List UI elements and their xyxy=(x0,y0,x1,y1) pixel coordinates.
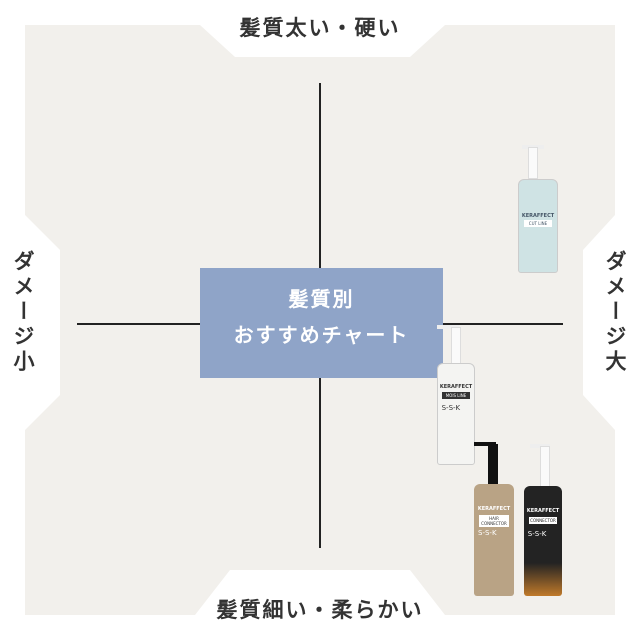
chart-title-line1: 髪質別 xyxy=(288,287,355,311)
product-brand: KERAFFECT xyxy=(521,213,555,220)
axis-label-left: ダメージ小 xyxy=(11,250,35,375)
axis-label-right: ダメージ大 xyxy=(603,250,627,375)
product-line: CONNECTOR xyxy=(528,516,558,524)
axis-label-bottom: 髪質細い・柔らかい xyxy=(216,598,424,622)
chart-title-line2: おすすめチャート xyxy=(233,323,410,347)
product-brand: KERAFFECT xyxy=(439,384,473,390)
product-brand: KERAFFECT xyxy=(526,508,560,514)
axis-label-top: 髪質太い・硬い xyxy=(239,16,401,40)
product-line: MOIS LINE xyxy=(442,392,470,399)
product-ssk: S-S-K xyxy=(441,404,461,412)
product-bottle-cut-line: KERAFFECT CUT LINE xyxy=(518,145,558,273)
product-bottle-connector: KERAFFECT CONNECTOR S-S-K xyxy=(524,444,564,596)
product-line: CUT LINE xyxy=(523,219,553,227)
product-line: HAIR CONNECTOR xyxy=(478,515,510,528)
product-ssk: S-S-K xyxy=(478,528,497,537)
product-bottle-mois-line: KERAFFECT MOIS LINE S-S-K xyxy=(437,325,475,465)
product-ssk: S-S-K xyxy=(527,530,547,538)
product-bottle-hair-connector: KERAFFECT HAIR CONNECTOR S-S-K xyxy=(474,442,514,596)
chart-title-box: 髪質別 おすすめチャート xyxy=(200,268,443,378)
product-brand: KERAFFECT xyxy=(477,506,511,513)
